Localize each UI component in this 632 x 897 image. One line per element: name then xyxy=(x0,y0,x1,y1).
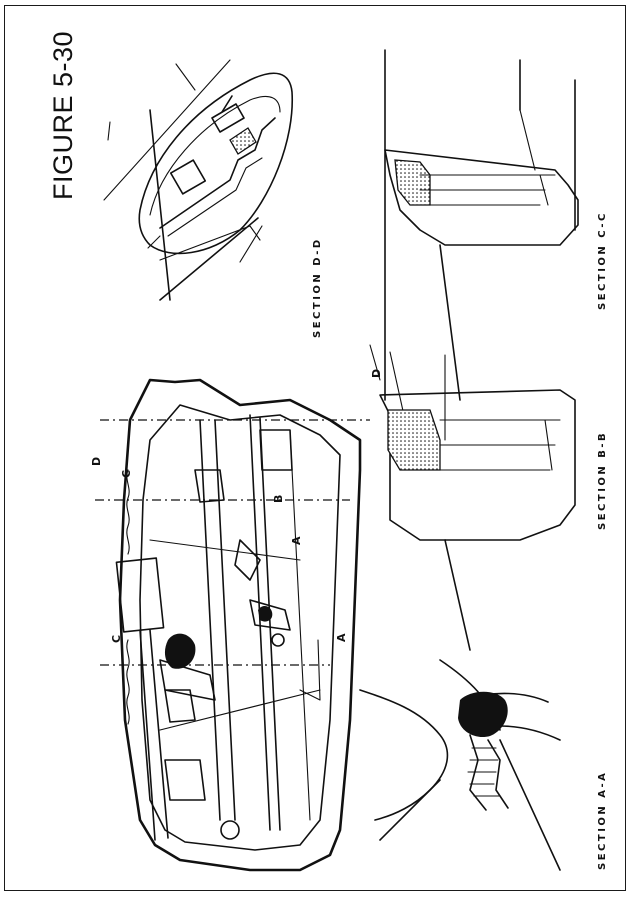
callout-d-right: D xyxy=(370,369,383,378)
callout-c-right: C xyxy=(120,470,133,478)
callouts: A A B C C D D xyxy=(90,369,383,643)
section-dd-text: SECTION D-D xyxy=(312,237,323,338)
section-aa-label: SECTION A-A xyxy=(597,771,608,870)
figure-title-text: FIGURE 5-30 xyxy=(48,31,78,200)
callout-a-left: A xyxy=(335,633,348,642)
callout-b: B xyxy=(272,495,285,503)
section-bb-text: SECTION B-B xyxy=(597,431,608,530)
section-bb-drawing xyxy=(369,344,576,651)
section-cc-label: SECTION C-C xyxy=(597,211,608,310)
callout-c-left: C xyxy=(110,635,123,643)
callout-a-right: A xyxy=(290,536,303,545)
figure-frame xyxy=(4,5,626,891)
section-dd-drawing xyxy=(103,59,294,301)
figure-title: FIGURE 5-30 xyxy=(48,31,78,200)
door-assembly-drawing xyxy=(95,378,370,872)
section-cc-drawing xyxy=(384,49,579,401)
section-cc-text: SECTION C-C xyxy=(597,211,608,310)
section-aa-drawing xyxy=(359,659,561,871)
section-dd-label: SECTION D-D xyxy=(312,237,323,338)
callout-d-top: D xyxy=(90,457,103,466)
section-aa-text: SECTION A-A xyxy=(597,771,608,870)
section-bb-label: SECTION B-B xyxy=(597,431,608,530)
